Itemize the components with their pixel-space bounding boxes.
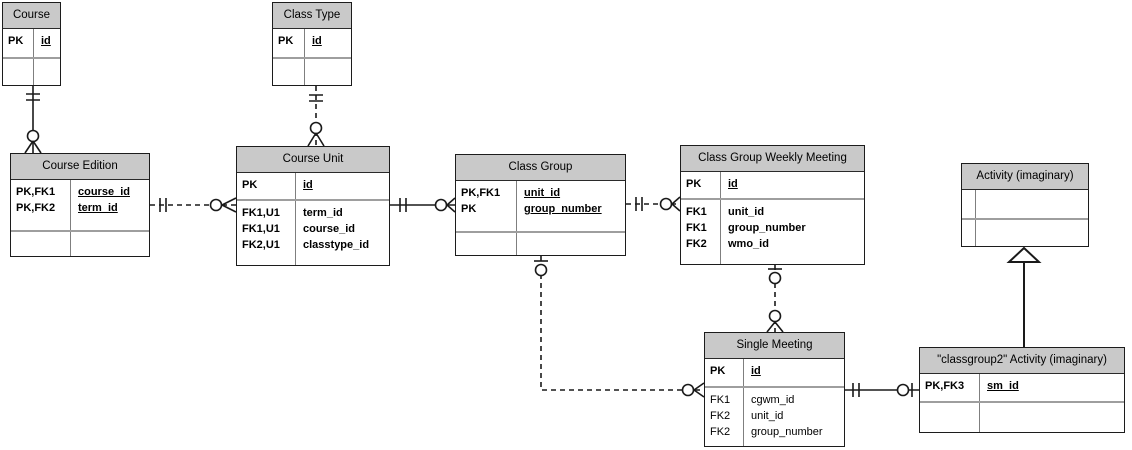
column-name: group_number [751, 426, 823, 438]
entity-title: Class Group Weekly Meeting [681, 146, 864, 172]
key-section: PK id [705, 359, 844, 386]
attr-section [3, 57, 60, 85]
key-section: PK,FK1 PK,FK2 course_id term_id [11, 180, 149, 230]
entity-title: Class Type [273, 3, 351, 29]
column-name: unit_id [524, 187, 561, 199]
attr-section: FK1,U1 FK1,U1 FK2,U1 term_id course_id c… [237, 199, 389, 265]
rel-course-courseedition [24, 86, 42, 154]
rel-cgwm-singlemeeting [766, 265, 784, 333]
column-name: course_id [78, 186, 130, 198]
key-flags: PK,FK3 [925, 380, 965, 392]
entity-title: Class Group [456, 155, 625, 181]
column-name: id [41, 35, 51, 47]
attr-section: FK1 FK1 FK2 unit_id group_number wmo_id [681, 198, 864, 264]
key-flags: FK1,U1 [242, 207, 280, 219]
key-flags: PK [8, 35, 24, 47]
key-flags: PK,FK1 [16, 186, 56, 198]
column-name: course_id [303, 223, 355, 235]
column-name: term_id [303, 207, 343, 219]
key-flags: PK [242, 179, 258, 191]
column-name: wmo_id [728, 238, 769, 250]
column-name: term_id [78, 202, 118, 214]
attr-section [920, 401, 1124, 432]
rel-classgroup-cgwm [626, 196, 681, 212]
rel-courseedition-courseunit [150, 197, 237, 213]
entity-title: "classgroup2" Activity (imaginary) [920, 348, 1124, 374]
entity-class-group: Class Group PK,FK1 PK unit_id group_numb… [455, 154, 626, 256]
key-flags: FK2,U1 [242, 239, 280, 251]
key-flags: FK1,U1 [242, 223, 280, 235]
entity-title: Activity (imaginary) [962, 164, 1088, 190]
entity-title: Course Unit [237, 147, 389, 173]
attr-section [273, 57, 351, 85]
column-name: cgwm_id [751, 394, 795, 406]
key-section: PK id [681, 172, 864, 198]
column-name: id [728, 178, 738, 190]
rel-courseunit-classgroup [390, 197, 456, 213]
key-section: PK,FK3 sm_id [920, 374, 1124, 401]
key-flags: FK2 [686, 238, 707, 250]
key-section: PK,FK1 PK unit_id group_number [456, 181, 625, 231]
rel-classgroup-singlemeeting [534, 256, 705, 398]
column-name: id [312, 35, 322, 47]
entity-class-group-weekly-meeting: Class Group Weekly Meeting PK id FK1 FK1… [680, 145, 865, 265]
key-section: PK id [273, 29, 351, 57]
key-flags: PK [710, 365, 726, 377]
rel-singlemeeting-classgroup2activity [845, 383, 919, 397]
column-name: id [303, 179, 313, 191]
key-section: PK id [237, 173, 389, 199]
key-section: PK id [3, 29, 60, 57]
entity-class-type: Class Type PK id [272, 2, 352, 86]
attr-section [962, 218, 1088, 246]
inheritance-classgroup2activity-activity [1006, 246, 1042, 347]
column-name: id [751, 365, 761, 377]
column-name: unit_id [751, 410, 784, 422]
key-flags: FK1 [710, 394, 731, 406]
column-name: unit_id [728, 206, 765, 218]
key-flags: FK1 [686, 206, 707, 218]
entity-course-unit: Course Unit PK id FK1,U1 FK1,U1 FK2,U1 t… [236, 146, 390, 266]
entity-title: Course [3, 3, 60, 29]
entity-activity-imaginary: Activity (imaginary) [961, 163, 1089, 247]
column-name: classtype_id [303, 239, 370, 251]
key-flags: FK2 [710, 410, 731, 422]
key-flags: PK,FK2 [16, 202, 56, 214]
attr-section [11, 230, 149, 256]
key-flags: PK [278, 35, 294, 47]
entity-classgroup2-activity-imaginary: "classgroup2" Activity (imaginary) PK,FK… [919, 347, 1125, 433]
entity-title: Single Meeting [705, 333, 844, 359]
key-flags: PK [686, 178, 702, 190]
attr-section [456, 231, 625, 255]
entity-course-edition: Course Edition PK,FK1 PK,FK2 course_id t… [10, 153, 150, 257]
column-name: group_number [728, 222, 806, 234]
key-section [962, 190, 1088, 218]
column-name: sm_id [987, 380, 1019, 392]
column-name: group_number [524, 203, 602, 215]
key-flags: PK [461, 203, 477, 215]
entity-title: Course Edition [11, 154, 149, 180]
entity-course: Course PK id [2, 2, 61, 86]
key-flags: FK1 [686, 222, 707, 234]
key-flags: PK,FK1 [461, 187, 501, 199]
attr-section: FK1 FK2 FK2 cgwm_id unit_id group_number [705, 386, 844, 446]
entity-single-meeting: Single Meeting PK id FK1 FK2 FK2 cgwm_id… [704, 332, 845, 447]
key-flags: FK2 [710, 426, 731, 438]
rel-classtype-courseunit [307, 86, 325, 147]
